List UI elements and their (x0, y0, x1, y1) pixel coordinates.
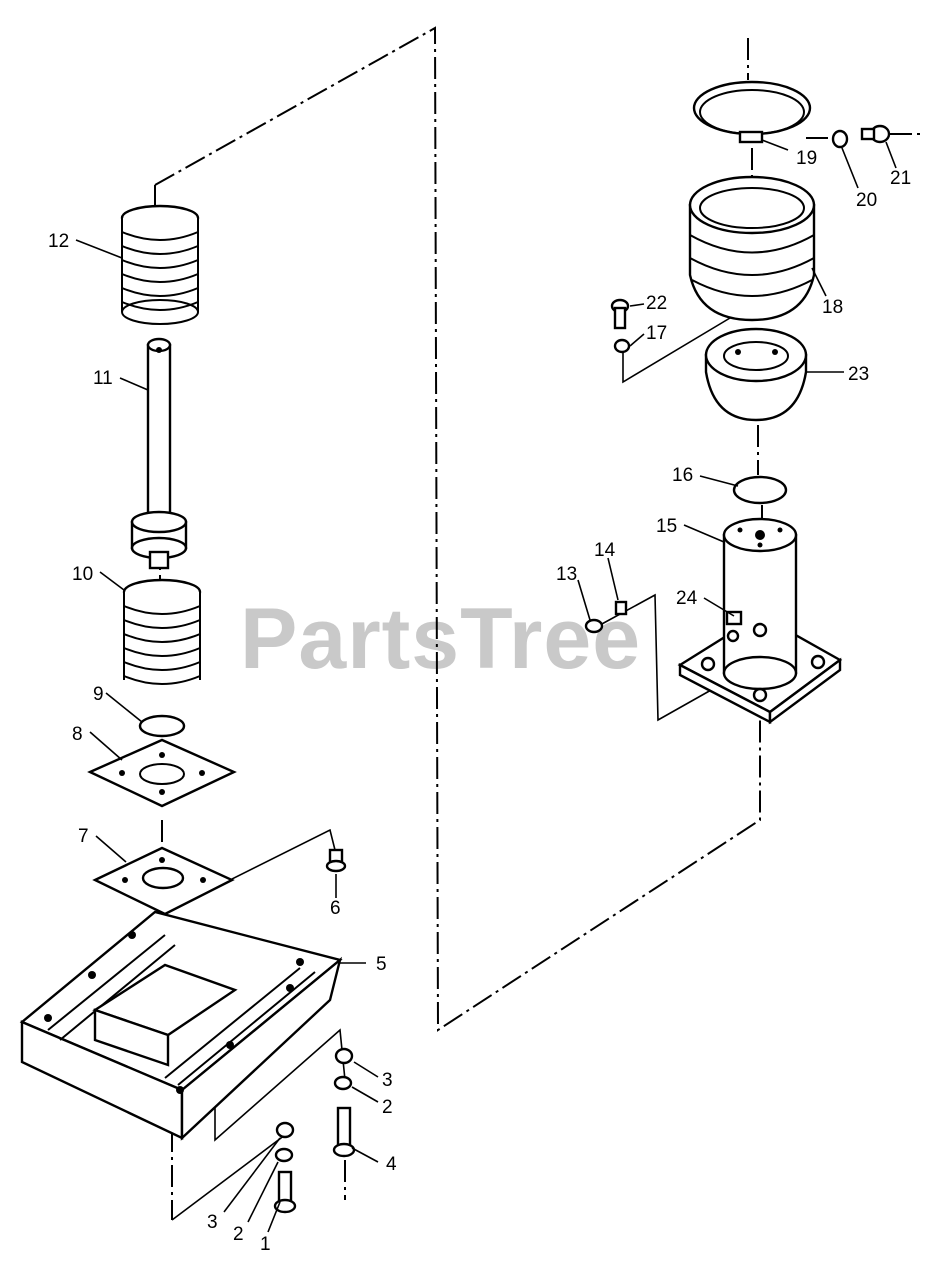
center-shaft (130, 337, 188, 570)
callout-6: 6 (330, 898, 341, 919)
callout-9: 9 (93, 684, 104, 705)
callout-2-left: 2 (233, 1224, 244, 1245)
callout-24: 24 (676, 588, 698, 609)
callout-11: 11 (93, 368, 113, 389)
washer-20 (831, 129, 849, 149)
callout-22: 22 (646, 293, 667, 314)
nut-17 (613, 338, 631, 354)
callout-12: 12 (48, 231, 69, 252)
connector-lines (171, 317, 731, 1221)
bellows (688, 175, 816, 322)
callout-15: 15 (656, 516, 677, 537)
callout-14: 14 (594, 540, 616, 561)
leader-lines (75, 139, 897, 1233)
fitting-14 (614, 600, 628, 616)
callout-4: 4 (386, 1154, 397, 1175)
callout-7: 7 (78, 826, 89, 847)
hardware-left (273, 1121, 297, 1214)
cylinder-housing (677, 517, 843, 725)
nut-13 (584, 618, 604, 634)
gasket-plate (87, 738, 237, 808)
callout-21: 21 (890, 168, 911, 189)
clamp-band (692, 80, 812, 144)
callout-10: 10 (72, 564, 93, 585)
bolt-22 (610, 298, 630, 330)
o-ring-upper (732, 475, 788, 505)
hardware-right (332, 1047, 356, 1158)
watermark: PartsTree (240, 591, 641, 687)
callout-16: 16 (672, 465, 693, 486)
label-24-plate (725, 610, 743, 626)
upper-spring (120, 204, 200, 325)
flange-plate (92, 846, 235, 916)
callout-8: 8 (72, 724, 83, 745)
callout-5: 5 (376, 954, 387, 975)
callout-17: 17 (646, 323, 667, 344)
base-plate (19, 910, 343, 1141)
bolt-6 (325, 848, 347, 873)
callout-19: 19 (796, 148, 817, 169)
lower-spring (122, 578, 202, 685)
callout-2-right: 2 (382, 1097, 393, 1118)
callout-13: 13 (556, 564, 577, 585)
screw-21 (860, 124, 891, 144)
callout-18: 18 (822, 297, 843, 318)
callout-20: 20 (856, 190, 877, 211)
callout-23: 23 (848, 364, 869, 385)
adapter-ring (704, 327, 808, 422)
callout-labels: 12 11 10 9 8 7 6 5 3 2 4 3 2 1 19 20 21 … (48, 148, 911, 1255)
callout-3-left: 3 (207, 1212, 218, 1233)
callout-3-right: 3 (382, 1070, 393, 1091)
o-ring-lower (138, 714, 186, 738)
callout-1: 1 (260, 1234, 271, 1255)
